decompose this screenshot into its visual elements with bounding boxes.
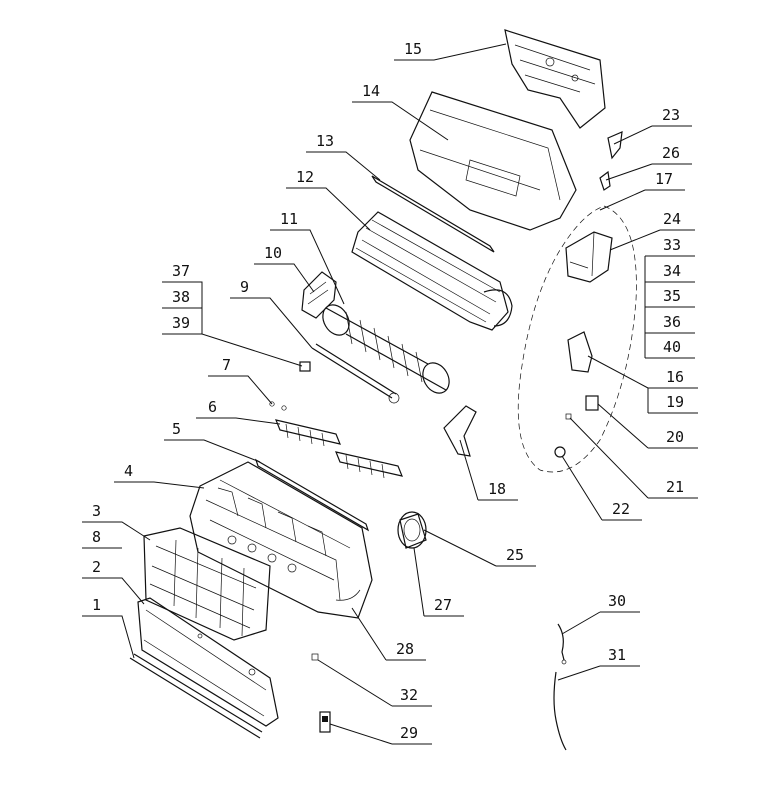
- drain-bar-part: [371, 175, 495, 253]
- callout-38: 38: [172, 288, 190, 306]
- connector-part: [599, 170, 611, 191]
- callout-25: 25: [506, 546, 524, 564]
- callout-21: 21: [666, 478, 684, 496]
- fan-motor-part: [397, 511, 427, 549]
- clip-part: [311, 653, 319, 661]
- shaft-part: [311, 343, 400, 404]
- terminal-block-part: [585, 395, 599, 411]
- callout-30: 30: [608, 592, 626, 610]
- mounting-plate-part: [504, 29, 606, 129]
- callout-16: 16: [666, 368, 684, 386]
- leader-lines: [82, 43, 698, 745]
- air-filter-part: [143, 527, 271, 641]
- callout-24: 24: [663, 210, 681, 228]
- callout-27: 27: [434, 596, 452, 614]
- sensor-part: [607, 131, 623, 160]
- callout-14: 14: [362, 82, 380, 100]
- electric-box-part: [565, 231, 613, 283]
- callout-10: 10: [264, 244, 282, 262]
- electric-box-group-outline: [517, 205, 637, 473]
- callout-29: 29: [400, 724, 418, 742]
- callout-17: 17: [655, 170, 673, 188]
- callout-2: 2: [92, 558, 101, 576]
- callout-19: 19: [666, 393, 684, 411]
- callout-18: 18: [488, 480, 506, 498]
- callout-13: 13: [316, 132, 334, 150]
- power-cord-part: [553, 671, 567, 751]
- remote-control-part: [319, 711, 331, 733]
- callout-9: 9: [240, 278, 249, 296]
- callout-22: 22: [612, 500, 630, 518]
- small-fitting-part: [299, 361, 311, 372]
- chassis-part: [409, 91, 577, 231]
- callout-20: 20: [666, 428, 684, 446]
- callout-26: 26: [662, 144, 680, 162]
- callout-12: 12: [296, 168, 314, 186]
- callout-31: 31: [608, 646, 626, 664]
- callout-33: 33: [663, 236, 681, 254]
- callout-6: 6: [208, 398, 217, 416]
- front-panel-part: [137, 597, 279, 727]
- display-board-part: [567, 331, 593, 373]
- horizontal-louver-part: [254, 458, 370, 532]
- callout-23: 23: [662, 106, 680, 124]
- screw-part: [269, 401, 287, 411]
- callout-5: 5: [172, 420, 181, 438]
- callout-7: 7: [222, 356, 231, 374]
- bearing-holder-part: [301, 271, 337, 319]
- front-case-part: [189, 461, 373, 619]
- connection-wire-part: [557, 623, 567, 665]
- callout-15: 15: [404, 40, 422, 58]
- evaporator-part: [351, 211, 513, 331]
- small-screw-part: [565, 413, 572, 420]
- callout-40: 40: [663, 338, 681, 356]
- callout-37: 37: [172, 262, 190, 280]
- callout-11: 11: [280, 210, 298, 228]
- callout-36: 36: [663, 313, 681, 331]
- cap-part: [554, 446, 566, 458]
- callout-35: 35: [663, 287, 681, 305]
- callout-8: 8: [92, 528, 101, 546]
- callout-39: 39: [172, 314, 190, 332]
- callout-4: 4: [124, 462, 133, 480]
- callout-3: 3: [92, 502, 101, 520]
- callout-28: 28: [396, 640, 414, 658]
- callout-34: 34: [663, 262, 681, 280]
- decorative-strip-part: [129, 653, 263, 739]
- motor-bracket-part: [443, 405, 477, 457]
- callout-labels: 15 14 23 26 13 17 12 24 33 34 35 36 40 1…: [92, 40, 684, 742]
- callout-1: 1: [92, 596, 101, 614]
- callout-32: 32: [400, 686, 418, 704]
- cross-flow-fan-part: [322, 304, 450, 394]
- louver-blades-part: [275, 419, 403, 479]
